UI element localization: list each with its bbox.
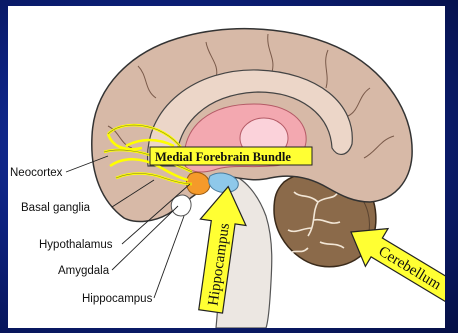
label-basal-ganglia: Basal ganglia [21,202,91,214]
mfb-callout-text: Medial Forebrain Bundle [155,150,291,164]
brain-diagram: Neocortex Basal ganglia Hypothalamus Amy… [8,6,445,328]
label-neocortex: Neocortex [10,167,63,179]
label-amygdala: Amygdala [58,265,110,277]
diagram-panel: Neocortex Basal ganglia Hypothalamus Amy… [8,6,445,328]
label-hypothalamus: Hypothalamus [39,239,113,251]
mfb-callout: Medial Forebrain Bundle [150,147,312,165]
label-hippocampus: Hippocampus [82,293,153,305]
